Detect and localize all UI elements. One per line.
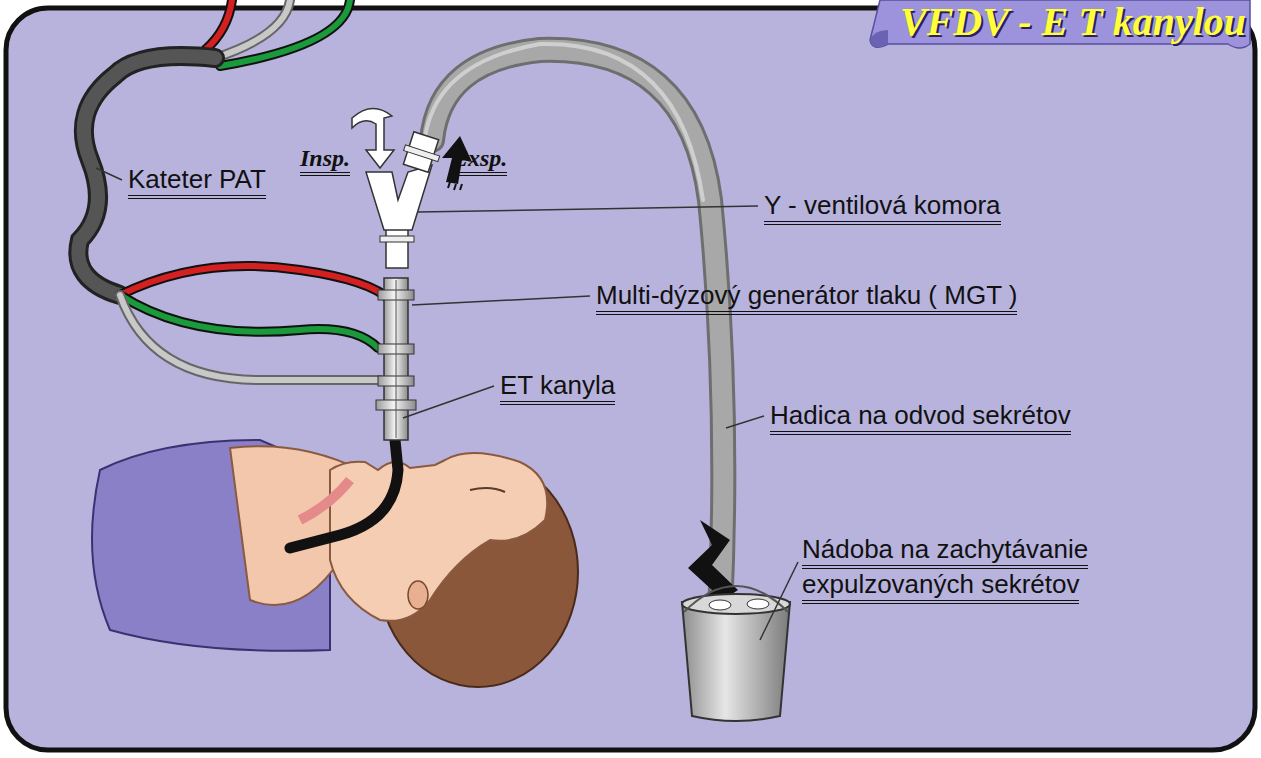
label-text: Nádoba na zachytávanie expulzovaných sek… (802, 534, 1088, 604)
exsp-arrow (448, 182, 462, 190)
part-label: Kateter PAT (128, 162, 266, 197)
background-panel (6, 8, 1255, 750)
label-text: Multi-dýzový generátor tlaku ( MGT ) (596, 280, 1017, 315)
et-tube (290, 440, 398, 548)
part-label: Y - ventilová komora (764, 188, 1001, 223)
title: VFDV - E T kanylou (900, 0, 1246, 45)
part-label: Multi-dýzový generátor tlaku ( MGT ) (596, 278, 1017, 313)
insp-arrow (352, 108, 394, 168)
flow-direction-label: Insp. (300, 142, 350, 174)
flow-direction-label: Exsp. (452, 142, 507, 174)
label-text: Insp. (300, 145, 350, 176)
part-label: Nádoba na zachytávanie expulzovaných sek… (802, 532, 1122, 602)
label-text: Kateter PAT (128, 164, 266, 199)
part-label: ET kanyla (500, 368, 615, 403)
leader-lines (96, 168, 798, 640)
part-label: Hadica na odvod sekrétov (770, 398, 1071, 433)
label-text: ET kanyla (500, 370, 615, 405)
label-text: Y - ventilová komora (764, 190, 1001, 225)
collection-bucket (682, 586, 790, 721)
patient (92, 440, 578, 687)
label-text: Exsp. (452, 145, 507, 176)
label-text: Hadica na odvod sekrétov (770, 400, 1071, 435)
